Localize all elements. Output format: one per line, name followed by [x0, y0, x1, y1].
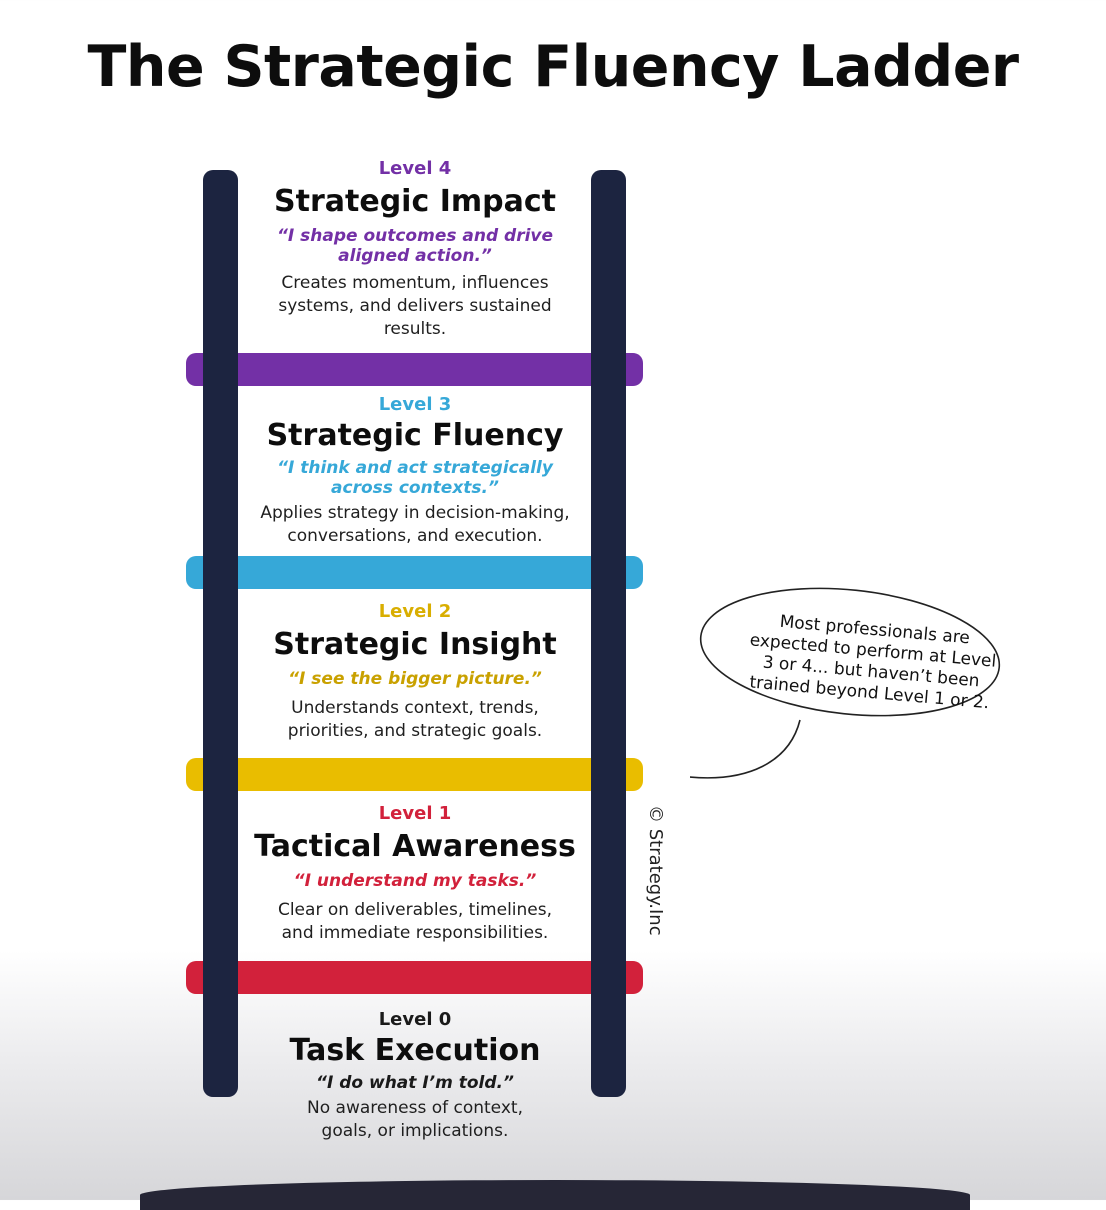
rung-level-4 — [186, 353, 643, 386]
level-2-quote: “I see the bigger picture.” — [288, 669, 542, 689]
level-4-quote: “I shape outcomes and drive aligned acti… — [276, 226, 554, 266]
level-2-description: Understands context, trends, priorities,… — [287, 698, 543, 741]
level-3-quote: “I think and act strategically across co… — [277, 458, 553, 498]
level-0-name: Task Execution — [289, 1033, 541, 1068]
level-2-block: Level 2 Strategic Insight “I see the big… — [240, 601, 590, 743]
page-title: The Strategic Fluency Ladder — [87, 34, 1019, 100]
level-4-block: Level 4 Strategic Impact “I shape outcom… — [240, 158, 590, 341]
level-1-label: Level 1 — [378, 803, 452, 824]
level-0-quote: “I do what I’m told.” — [316, 1073, 514, 1093]
level-0-label: Level 0 — [378, 1009, 452, 1030]
level-1-block: Level 1 Tactical Awareness “I understand… — [240, 803, 590, 945]
level-2-name: Strategic Insight — [273, 627, 557, 662]
level-3-label: Level 3 — [378, 394, 452, 415]
level-1-description: Clear on deliverables, timelines, and im… — [277, 900, 553, 943]
callout-bubble-icon — [690, 587, 1001, 779]
level-4-name: Strategic Impact — [274, 184, 556, 219]
level-1-quote: “I understand my tasks.” — [293, 871, 537, 891]
rung-level-1 — [186, 961, 643, 994]
floor-base — [140, 1180, 970, 1210]
ladder-rail-left — [203, 170, 238, 1097]
rung-level-3 — [186, 556, 643, 589]
level-1-name: Tactical Awareness — [254, 829, 576, 864]
copyright-text: © Strategy.Inc — [645, 805, 666, 936]
level-0-description: No awareness of context, goals, or impli… — [307, 1098, 523, 1141]
level-2-label: Level 2 — [378, 601, 452, 622]
level-3-name: Strategic Fluency — [266, 418, 564, 453]
level-4-description: Creates momentum, influences systems, an… — [278, 273, 552, 339]
level-4-label: Level 4 — [378, 158, 452, 179]
rung-level-2 — [186, 758, 643, 791]
level-3-description: Applies strategy in decision-making, con… — [260, 503, 570, 546]
level-3-block: Level 3 Strategic Fluency “I think and a… — [240, 394, 590, 548]
ladder-rail-right — [591, 170, 626, 1097]
level-0-block: Level 0 Task Execution “I do what I’m to… — [240, 1009, 590, 1143]
